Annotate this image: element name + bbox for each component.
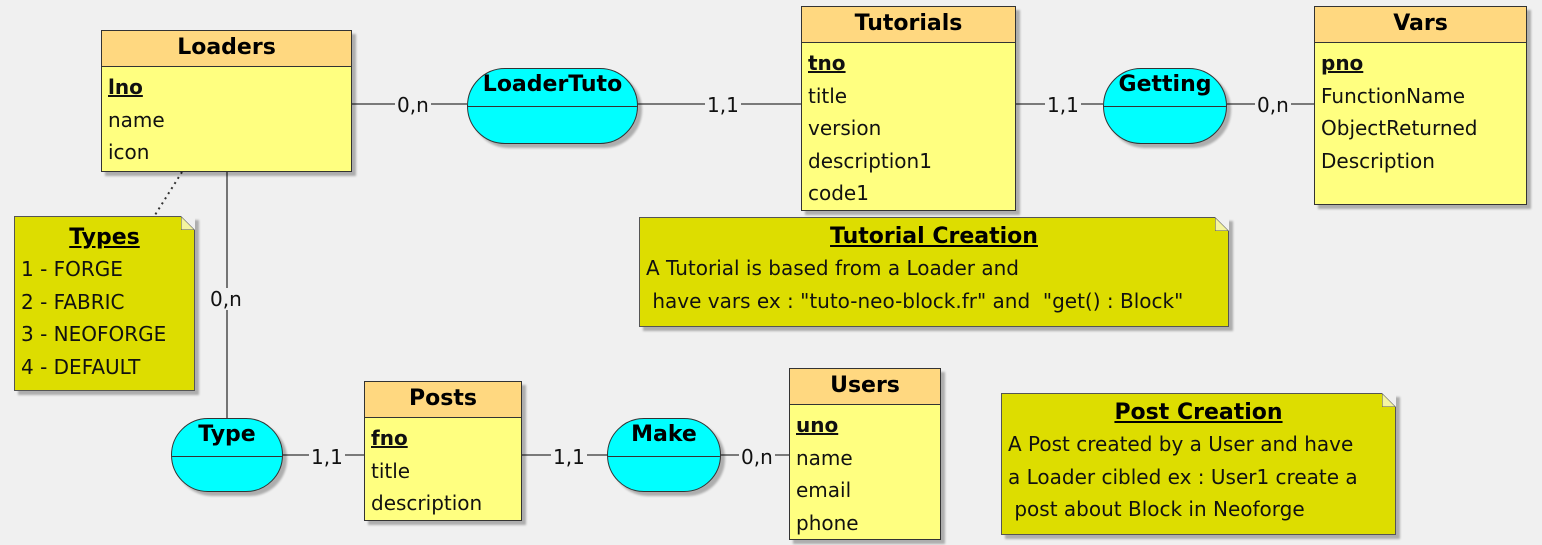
note-tutorial-creation[interactable]: Tutorial Creation A Tutorial is based fr…: [639, 217, 1229, 327]
primary-key: pno: [1321, 51, 1364, 75]
cardinality-users-make: 0,n: [739, 445, 775, 469]
note-title: Tutorial Creation: [830, 224, 1038, 249]
note-title: Post Creation: [1114, 400, 1283, 425]
attribute: version: [808, 116, 882, 140]
cardinality-posts-make: 1,1: [551, 445, 587, 469]
relation-title: Make: [631, 422, 697, 447]
attribute: icon: [108, 140, 150, 164]
note-line: a Loader cibled ex : User1 create a: [1008, 464, 1358, 489]
cardinality-loaders-type: 0,n: [208, 287, 244, 311]
relation-divider: [608, 456, 720, 457]
attribute: FunctionName: [1321, 83, 1466, 108]
primary-key: uno: [796, 413, 839, 437]
relation-divider: [468, 106, 637, 107]
relation-title: Getting: [1118, 72, 1212, 97]
relation-getting[interactable]: Getting: [1103, 68, 1227, 144]
folded-corner-icon: [1215, 217, 1229, 231]
cardinality-posts-type: 1,1: [309, 445, 345, 469]
relation-loadertuto[interactable]: LoaderTuto: [467, 68, 638, 144]
entity-vars[interactable]: Vars pno FunctionName ObjectReturned Des…: [1314, 6, 1527, 205]
note-line: have vars ex : "tuto-neo-block.fr" and "…: [646, 288, 1184, 313]
note-line: A Post created by a User and have: [1008, 432, 1354, 456]
relation-title: Type: [198, 422, 256, 447]
attribute: title: [371, 458, 411, 483]
attribute: title: [808, 83, 848, 108]
note-types[interactable]: Types 1 - FORGE 2 - FABRIC 3 - NEOFORGE …: [14, 216, 195, 391]
attribute: code1: [808, 181, 869, 205]
note-line: post about Block in Neoforge: [1008, 497, 1305, 521]
attribute: ObjectReturned: [1321, 116, 1478, 140]
entity-title: Vars: [1315, 7, 1526, 43]
primary-key: tno: [808, 51, 846, 75]
entity-posts[interactable]: Posts fno title description: [364, 381, 522, 521]
primary-key: fno: [371, 426, 408, 450]
attribute: name: [108, 107, 165, 132]
entity-title: Posts: [365, 382, 521, 418]
cardinality-tutorials-getting: 1,1: [1045, 93, 1081, 117]
attribute: description1: [808, 148, 932, 173]
cardinality-vars-getting: 0,n: [1255, 93, 1291, 117]
note-post-creation[interactable]: Post Creation A Post created by a User a…: [1001, 393, 1396, 535]
folded-corner-icon: [181, 216, 195, 230]
attribute: phone: [796, 510, 859, 535]
primary-key: lno: [108, 75, 143, 99]
entity-title: Users: [790, 369, 940, 405]
entity-tutorials[interactable]: Tutorials tno title version description1…: [801, 6, 1016, 211]
attribute: name: [796, 445, 853, 470]
attribute: email: [796, 478, 852, 502]
entity-title: Loaders: [102, 31, 351, 67]
note-title: Types: [69, 225, 140, 250]
note-line: 2 - FABRIC: [21, 289, 125, 314]
relation-type[interactable]: Type: [171, 418, 283, 492]
attribute: Description: [1321, 148, 1435, 173]
relation-divider: [172, 456, 282, 457]
relation-title: LoaderTuto: [482, 72, 623, 97]
link-loaders-types-note: [154, 171, 183, 216]
attribute: description: [371, 491, 483, 515]
note-line: 3 - NEOFORGE: [21, 322, 167, 346]
folded-corner-icon: [1382, 393, 1396, 407]
cardinality-tutorials-loadertuto: 1,1: [705, 93, 741, 117]
entity-users[interactable]: Users uno name email phone: [789, 368, 941, 540]
note-line: 1 - FORGE: [21, 257, 123, 281]
cardinality-loaders-loadertuto: 0,n: [395, 93, 431, 117]
note-line: 4 - DEFAULT: [21, 354, 141, 379]
note-line: A Tutorial is based from a Loader and: [646, 256, 1019, 280]
entity-loaders[interactable]: Loaders lno name icon: [101, 30, 352, 172]
relation-divider: [1104, 106, 1226, 107]
entity-title: Tutorials: [802, 7, 1015, 43]
relation-make[interactable]: Make: [607, 418, 721, 492]
